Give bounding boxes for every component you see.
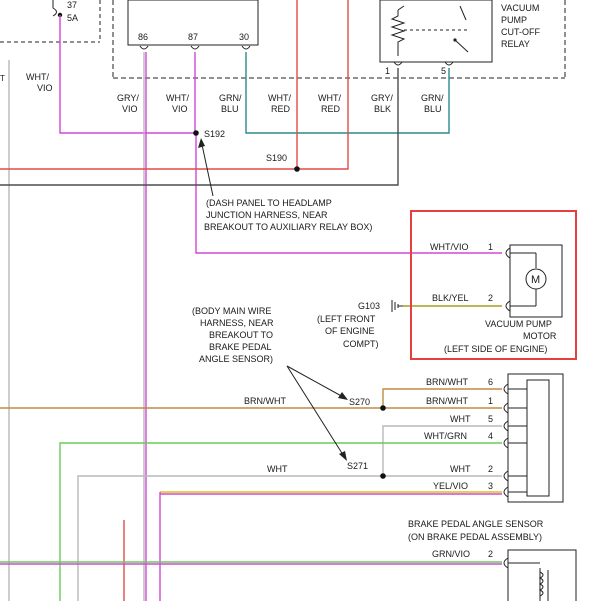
sensor-row-pin-2: 5 [488, 414, 493, 424]
bottom-pin: 2 [488, 549, 493, 559]
sensor-row-pin-0: 6 [488, 377, 493, 387]
motor-wire-1-label: WHT/VIO [430, 242, 469, 252]
g103-note-2: OF ENGINE [325, 326, 375, 336]
wire-label-wr2-2: RED [321, 104, 341, 114]
dash-note-line-3: BREAKOUT TO AUXILIARY RELAY BOX) [204, 222, 372, 232]
sensor-row-pin-1: 1 [488, 396, 493, 406]
splice-s271-dot [380, 473, 386, 479]
wire-label-gv-2: VIO [122, 104, 138, 114]
body-note-line-4: BRAKE PEDAL [209, 342, 272, 352]
wire-relay1-gray [0, 68, 399, 186]
relay-name-3: CUT-OFF [501, 27, 540, 37]
fuse-rating: 5A [67, 13, 78, 23]
ground-g103-label: G103 [358, 301, 380, 311]
wire-label-gb2-2: BLU [424, 104, 442, 114]
pin-30: 30 [239, 32, 249, 42]
fuse-number: 37 [67, 0, 77, 10]
wire-gray-5 [382, 425, 502, 476]
motor-name-1: VACUUM PUMP [485, 319, 552, 329]
wire-label-wr1-2: RED [271, 104, 291, 114]
sensor-row-pin-5: 3 [488, 481, 493, 491]
wire-label-gbk-1: GRY/ [371, 93, 393, 103]
sensor-row-wire-2: WHT [450, 414, 471, 424]
wire-label-left-wv-2: VIO [37, 83, 53, 93]
pin-5: 5 [441, 66, 446, 76]
motor-wire-2-label: BLK/YEL [432, 293, 469, 303]
motor-symbol-letter: M [531, 274, 540, 286]
sensor-row-wire-4: WHT [450, 464, 471, 474]
left-label-wht: WHT [267, 464, 288, 474]
splice-s190-label: S190 [266, 153, 287, 163]
sensor-connectors [503, 383, 527, 498]
relay-name-1: VACUUM [501, 3, 539, 13]
wire-violet-left [59, 15, 196, 134]
sensor-row-wire-5: YEL/VIO [433, 481, 468, 491]
sensor-rows: BRN/WHT 6 BRN/WHT 1 WHT 5 WHT/GRN 4 WHT … [424, 377, 493, 491]
g103-note-3: COMPT) [343, 339, 379, 349]
wire-label-wr2-1: WHT/ [318, 93, 341, 103]
dash-note: (DASH PANEL TO HEADLAMP JUNCTION HARNESS… [198, 138, 372, 232]
body-note-line-5: ANGLE SENSOR) [199, 354, 273, 364]
wire-brown-6 [382, 388, 502, 408]
bottom-wire-label: GRN/VIO [432, 549, 470, 559]
splice-s192-label: S192 [204, 129, 225, 139]
wire-green [59, 442, 502, 601]
relay-box: 86 87 30 1 5 VACUUM PUMP CUT-OFF RELAY [112, 0, 566, 79]
pin-1: 1 [385, 66, 390, 76]
wire-s190-red2 [297, 0, 349, 170]
wire-label-gb2-1: GRN/ [421, 93, 444, 103]
splice-s190-dot [294, 166, 300, 172]
sensor-row-wire-1: BRN/WHT [426, 396, 468, 406]
wire-s192-to-motor [195, 133, 502, 254]
pin-87: 87 [188, 32, 198, 42]
bottom-component: GRN/VIO 2 [432, 549, 577, 601]
wire-labels-top: GRY/ VIO WHT/ VIO GRN/ BLU WHT/ RED WHT/… [117, 93, 444, 114]
fuse-block: 37 5A [0, 0, 101, 43]
vacuum-pump-motor: WHT/VIO 1 BLK/YEL 2 M VACUUM PUMP MOTOR … [430, 242, 563, 354]
splice-s270-label: S270 [349, 397, 370, 407]
motor-name-3: (LEFT SIDE OF ENGINE) [444, 344, 547, 354]
motor-name-2: MOTOR [523, 331, 557, 341]
motor-pin-2: 2 [488, 293, 493, 303]
ground-g103: G103 (LEFT FRONT OF ENGINE COMPT) [317, 300, 403, 349]
sensor-row-wire-3: WHT/GRN [424, 431, 467, 441]
splice-s192-dot [193, 130, 199, 136]
sensor-row-wire-0: BRN/WHT [426, 377, 468, 387]
sensor-name-2: (ON BRAKE PEDAL ASSEMBLY) [408, 532, 542, 542]
sensor-row-pin-3: 4 [488, 431, 493, 441]
left-label-brnwht: BRN/WHT [244, 396, 286, 406]
wire-label-gb-2: BLU [221, 104, 239, 114]
wire-label-wv-2: VIO [172, 104, 188, 114]
body-note: (BODY MAIN WIRE HARNESS, NEAR BREAKOUT T… [192, 306, 348, 461]
connector-pins [139, 45, 454, 66]
wire-label-gbk-2: BLK [374, 104, 391, 114]
wire-label-gv-1: GRY/ [117, 93, 139, 103]
pin-86: 86 [138, 32, 148, 42]
body-note-line-1: (BODY MAIN WIRE [192, 306, 271, 316]
splices: S192 S190 S270 S271 [193, 129, 386, 479]
wire-label-gb-1: GRN/ [219, 93, 242, 103]
wire-label-wr1-1: WHT/ [268, 93, 291, 103]
motor-pin-1: 1 [488, 242, 493, 252]
splice-s271-label: S271 [347, 461, 368, 471]
wire-label-wv-1: WHT/ [166, 93, 189, 103]
wire-label-left-wv-1: WHT/ [26, 72, 49, 82]
relay-name-2: PUMP [501, 15, 527, 25]
sensor-row-pin-4: 2 [488, 464, 493, 474]
left-edge-mark: T [0, 74, 5, 83]
dash-note-line-2: JUNCTION HARNESS, NEAR [206, 210, 328, 220]
g103-note-1: (LEFT FRONT [317, 314, 376, 324]
sensor-name-1: BRAKE PEDAL ANGLE SENSOR [408, 519, 544, 529]
motor-highlight-box [410, 210, 577, 360]
body-note-line-2: HARNESS, NEAR [200, 318, 274, 328]
splice-s270-dot [380, 405, 386, 411]
wire-gray-s271-left [77, 475, 383, 601]
body-note-line-3: BREAKOUT TO [209, 330, 273, 340]
relay-name-4: RELAY [501, 39, 530, 49]
wires [0, 0, 502, 601]
dash-note-line-1: (DASH PANEL TO HEADLAMP [206, 198, 332, 208]
